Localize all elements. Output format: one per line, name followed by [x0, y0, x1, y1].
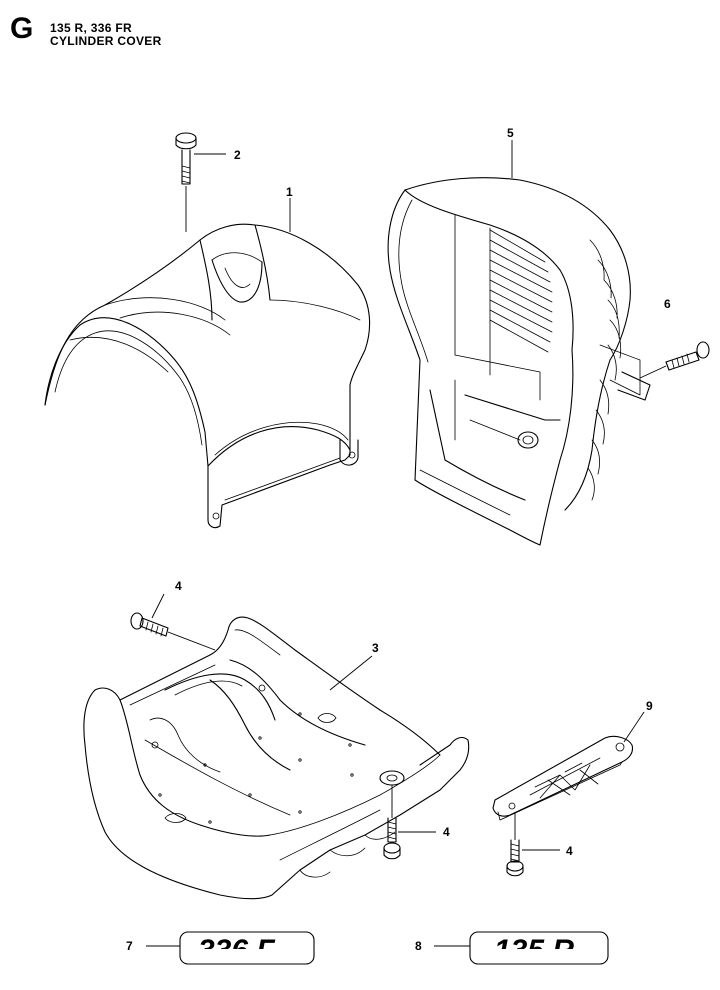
- decal-7-text: 336 F: [198, 934, 275, 967]
- part-3-lower-cover[interactable]: [83, 616, 470, 900]
- callout-1: 1: [286, 185, 293, 199]
- part-4-screw-middle[interactable]: [383, 785, 401, 860]
- callout-7: 7: [126, 939, 133, 953]
- part-7-decal[interactable]: 336 F: [179, 931, 315, 967]
- callout-9: 9: [646, 699, 653, 713]
- part-1-cylinder-cover[interactable]: [44, 223, 371, 529]
- page-title: CYLINDER COVER: [50, 34, 162, 48]
- model-numbers: 135 R, 336 FR: [50, 21, 132, 35]
- callout-4-middle: 4: [443, 825, 450, 839]
- callout-4-right: 4: [566, 844, 573, 858]
- callout-numbers: 2 1 5 6 4 3 9 4 4 7 8: [126, 126, 671, 953]
- callout-8: 8: [415, 939, 422, 953]
- part-2-screw[interactable]: [175, 132, 197, 232]
- callout-2: 2: [234, 148, 241, 162]
- callout-5: 5: [507, 126, 514, 140]
- part-4-screw-right[interactable]: [506, 812, 524, 877]
- decal-8-text: 135 R: [494, 934, 574, 967]
- callout-6: 6: [664, 297, 671, 311]
- part-6-screw[interactable]: [639, 341, 710, 379]
- leader-lines: [146, 140, 645, 947]
- part-9-bracket[interactable]: [492, 735, 634, 821]
- part-5-cylinder-shroud[interactable]: [387, 177, 651, 546]
- part-8-decal[interactable]: 135 R: [469, 931, 609, 967]
- part-4-screw-upper[interactable]: [130, 612, 216, 651]
- callout-4-upper: 4: [175, 579, 182, 593]
- section-letter: G: [10, 12, 34, 45]
- callout-3: 3: [372, 641, 379, 655]
